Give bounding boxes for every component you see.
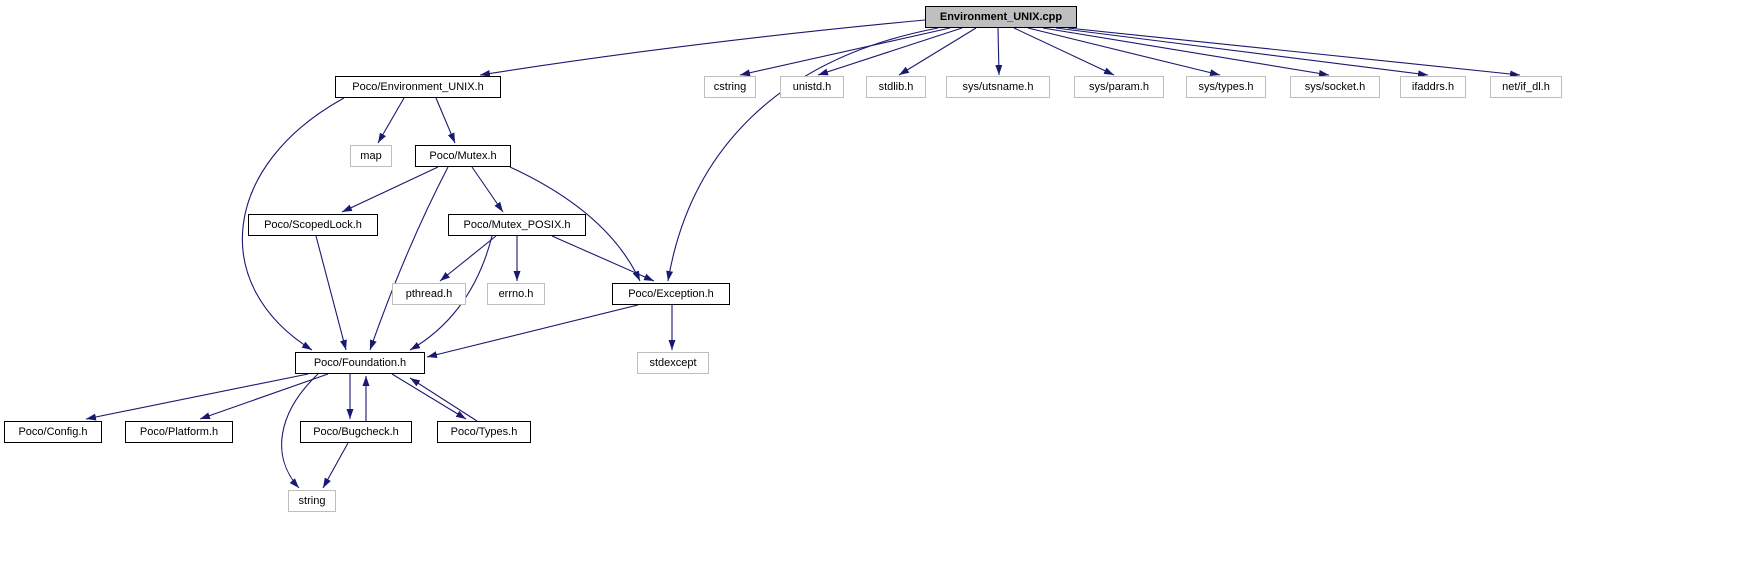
node-exception[interactable]: Poco/Exception.h <box>612 283 730 305</box>
edge-foundation-to-config <box>85 373 309 421</box>
edge-mutexposix-to-foundation <box>409 235 493 351</box>
edge-env_cpp-to-exception <box>666 27 939 282</box>
edge-env_cpp-to-stdlib <box>898 27 977 76</box>
edge-env_cpp-to-unistd <box>817 27 963 76</box>
edge-env_cpp-to-socket <box>1042 27 1330 77</box>
edge-env_cpp-to-systypes <box>1027 27 1221 77</box>
node-stdlib: stdlib.h <box>866 76 926 98</box>
node-errno: errno.h <box>487 283 545 305</box>
node-param: sys/param.h <box>1074 76 1164 98</box>
edge-mutexposix-to-pthread <box>439 235 497 282</box>
node-unistd: unistd.h <box>780 76 844 98</box>
node-ifaddrs: ifaddrs.h <box>1400 76 1466 98</box>
node-scopedlock[interactable]: Poco/ScopedLock.h <box>248 214 378 236</box>
edge-exception-to-foundation <box>426 304 639 359</box>
node-mutex[interactable]: Poco/Mutex.h <box>415 145 511 167</box>
node-socket: sys/socket.h <box>1290 76 1380 98</box>
node-map: map <box>350 145 392 167</box>
edge-mutex-to-scopedlock <box>341 166 439 213</box>
edge-env_cpp-to-ifaddrs <box>1055 27 1429 78</box>
edge-mutex-to-exception <box>509 166 641 282</box>
edge-scopedlock-to-foundation <box>315 235 347 351</box>
node-bugcheck[interactable]: Poco/Bugcheck.h <box>300 421 412 443</box>
node-foundation[interactable]: Poco/Foundation.h <box>295 352 425 374</box>
edge-env_cpp-to-utsname <box>995 27 1003 76</box>
node-netifdl: net/if_dl.h <box>1490 76 1562 98</box>
node-stdexcept: stdexcept <box>637 352 709 374</box>
node-mutexposix[interactable]: Poco/Mutex_POSIX.h <box>448 214 586 236</box>
node-pthread: pthread.h <box>392 283 466 305</box>
edge-env_cpp-to-netifdl <box>1067 27 1521 78</box>
node-types[interactable]: Poco/Types.h <box>437 421 531 443</box>
node-env_h[interactable]: Poco/Environment_UNIX.h <box>335 76 501 98</box>
node-config[interactable]: Poco/Config.h <box>4 421 102 443</box>
edge-env_cpp-to-cstring <box>739 27 951 77</box>
edge-env_cpp-to-env_h <box>479 19 926 77</box>
node-systypes: sys/types.h <box>1186 76 1266 98</box>
edge-mutex-to-foundation <box>369 166 449 351</box>
edge-group <box>85 19 1521 489</box>
edge-foundation-to-types <box>391 373 467 420</box>
edge-mutexposix-to-exception <box>551 235 655 282</box>
edge-mutex-to-mutexposix <box>471 166 504 213</box>
edge-foundation-to-string <box>281 373 319 489</box>
edge-env_h-to-map <box>377 97 405 144</box>
node-cstring: cstring <box>704 76 756 98</box>
edge-types-to-foundation <box>409 377 478 422</box>
edge-env_h-to-mutex <box>435 97 456 144</box>
node-utsname: sys/utsname.h <box>946 76 1050 98</box>
edge-env_cpp-to-param <box>1013 27 1115 76</box>
node-platform[interactable]: Poco/Platform.h <box>125 421 233 443</box>
edge-bugcheck-to-string <box>322 442 349 489</box>
node-string: string <box>288 490 336 512</box>
edge-foundation-to-platform <box>199 373 329 420</box>
edge-env_h-to-foundation <box>241 97 345 351</box>
node-env_cpp: Environment_UNIX.cpp <box>925 6 1077 28</box>
